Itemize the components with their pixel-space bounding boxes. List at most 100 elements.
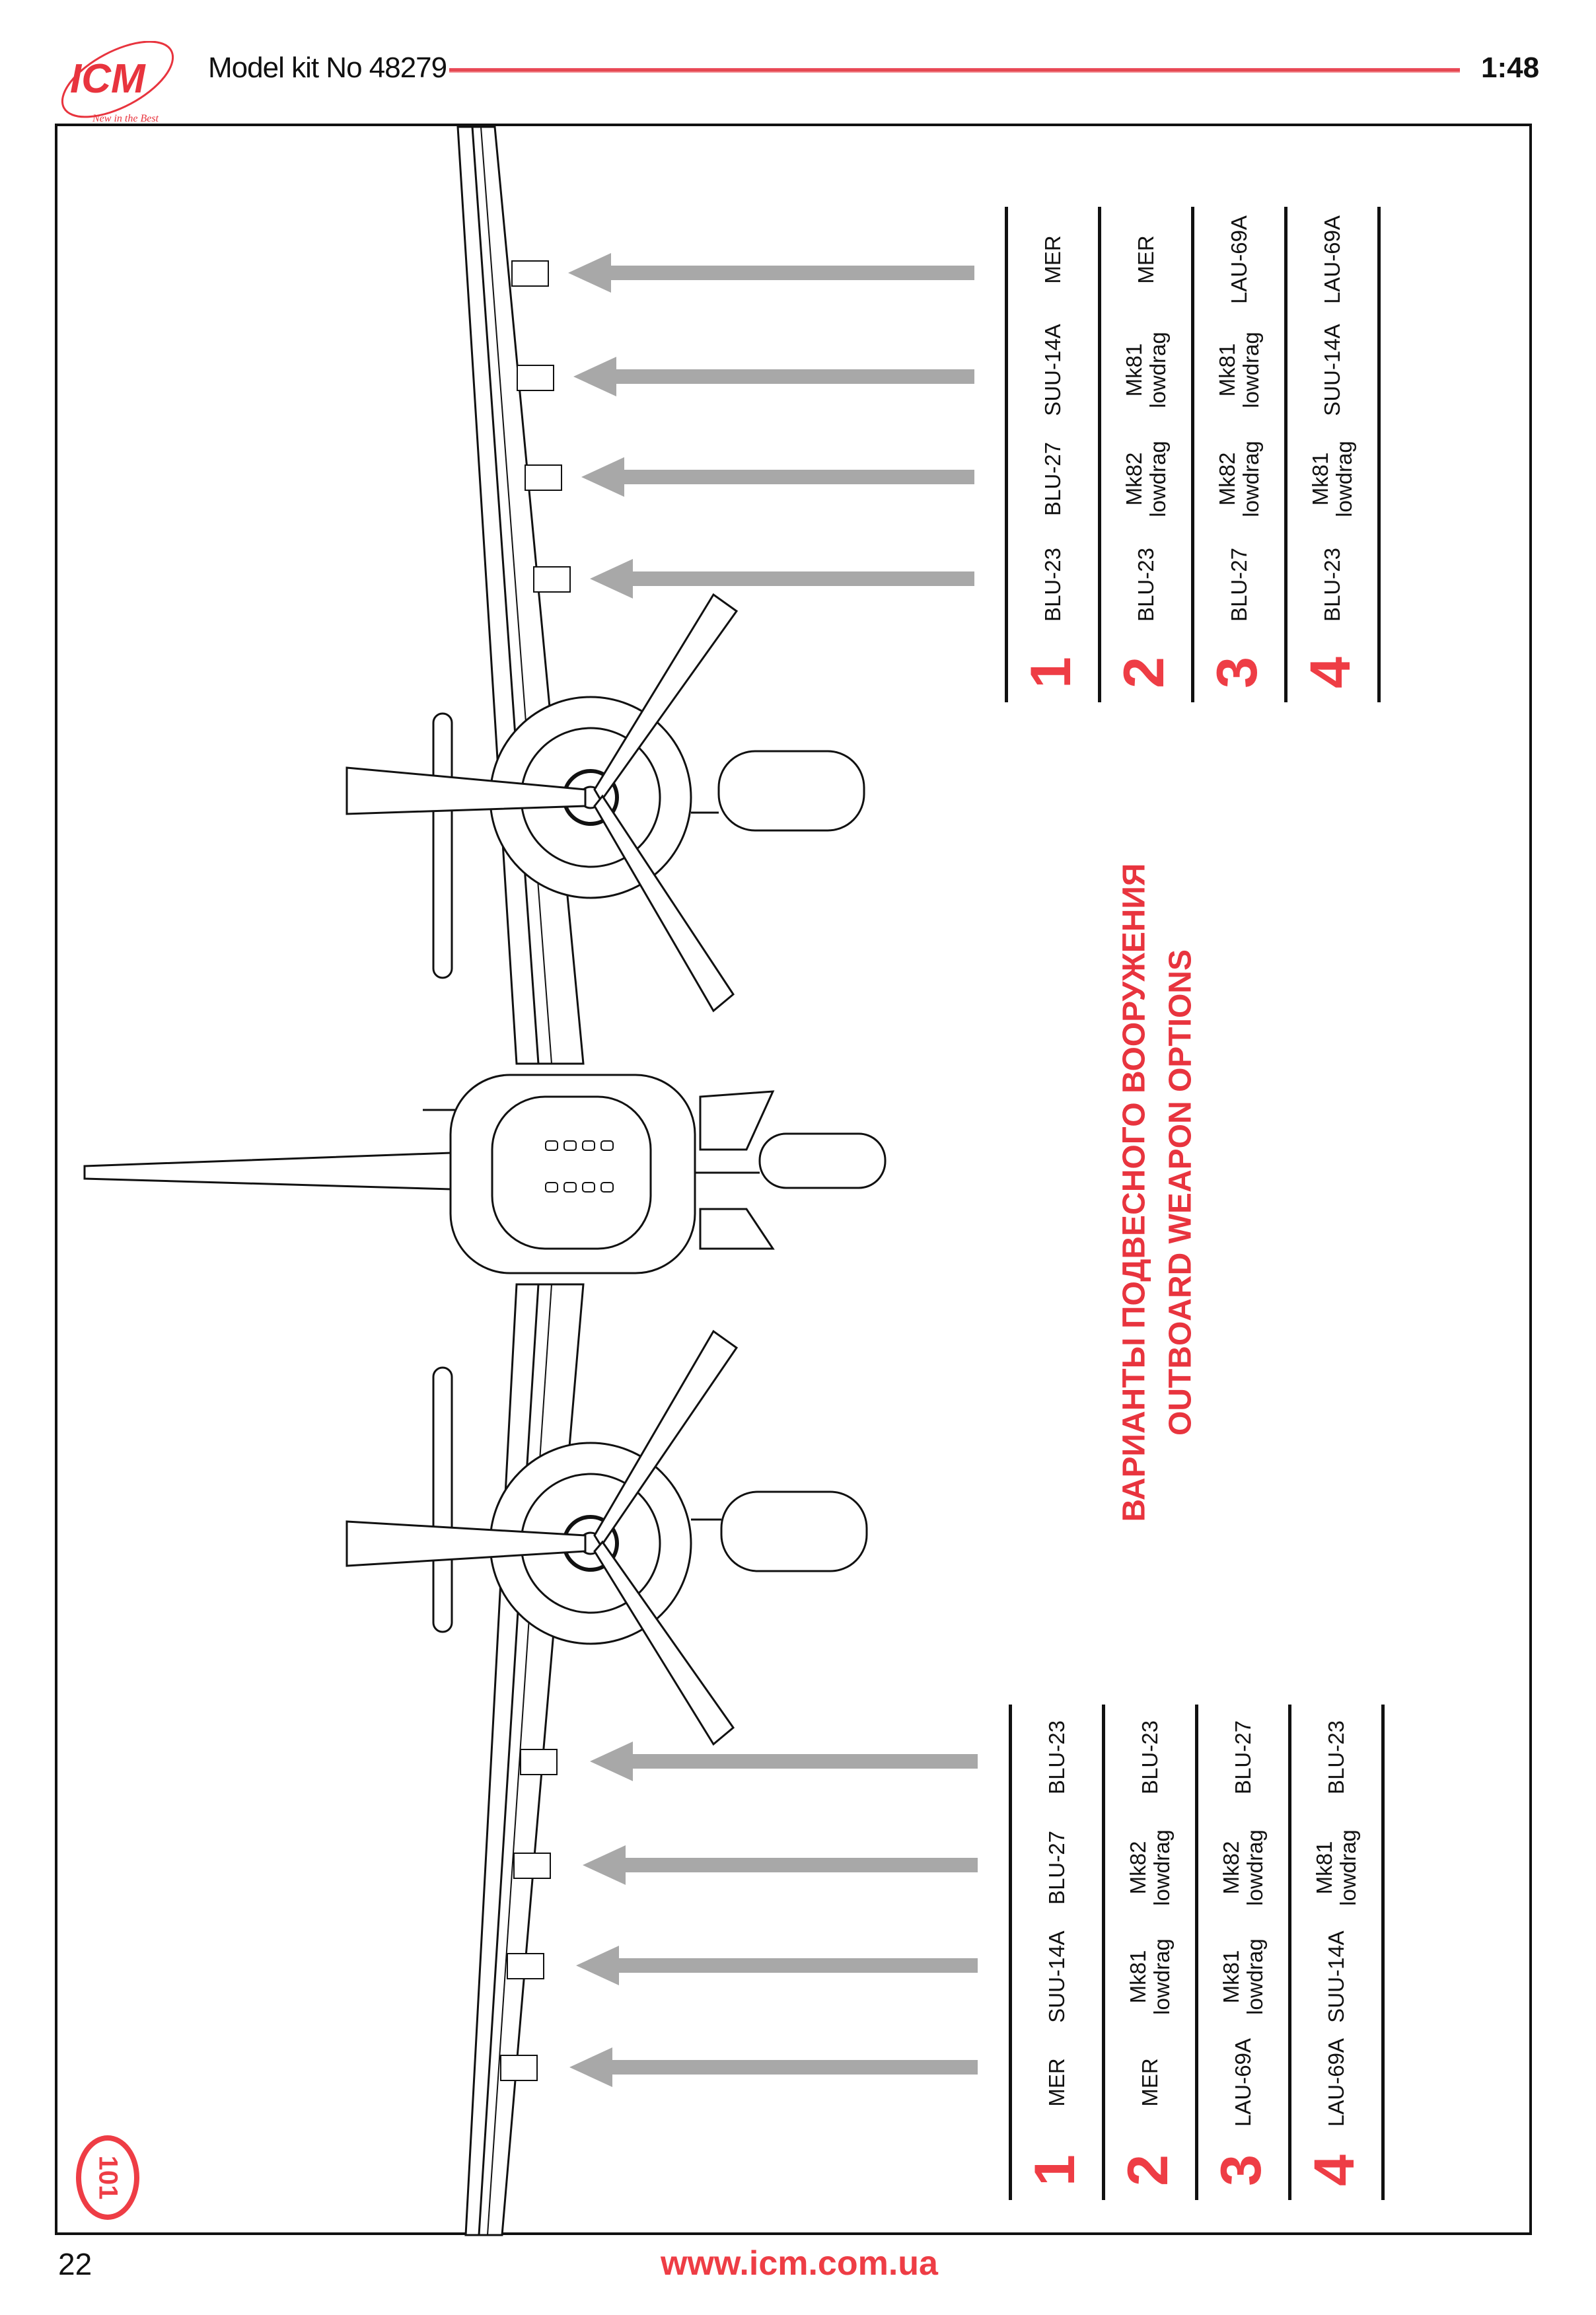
weapon-item: SUU-14A <box>1291 1930 1381 2022</box>
arrow-bottom-2 <box>583 1845 978 1885</box>
weapon-item-line: Mk82 <box>1121 452 1146 506</box>
weapon-item-line: lowdrag <box>1149 1829 1174 1906</box>
weapon-item: BLU-27 <box>1194 548 1284 622</box>
weapon-item-line: Mk82 <box>1218 1841 1243 1895</box>
engine-bottom <box>345 1329 868 1746</box>
weapon-item-line: LAU-69A <box>1230 2038 1255 2127</box>
weapon-item-line: SUU-14A <box>1044 1930 1069 2023</box>
nose-wheel <box>695 1132 887 1189</box>
weapon-item-line: MER <box>1137 2058 1162 2107</box>
weapon-item: BLU-23 <box>1288 548 1377 622</box>
weapon-item-line: Mk81 <box>1311 1841 1336 1895</box>
weapon-item-line: BLU-23 <box>1319 548 1344 622</box>
weapon-item-line: lowdrag <box>1243 1938 1267 2015</box>
arrow-bottom-4 <box>569 2047 978 2087</box>
weapon-item-line: lowdrag <box>1332 441 1356 517</box>
weapon-item-line: BLU-23 <box>1040 548 1065 622</box>
weapon-item-line: BLU-27 <box>1044 1831 1069 1905</box>
option-number: 2 <box>1116 2154 1180 2186</box>
pylons <box>500 260 571 2081</box>
weapon-item: LAU-69A <box>1288 215 1377 304</box>
weapon-item: SUU-14A <box>1288 324 1377 416</box>
weapon-item-line: SUU-14A <box>1040 324 1065 416</box>
weapon-item: BLU-23 <box>1105 1720 1195 1794</box>
weapon-item-line: MER <box>1044 2058 1069 2107</box>
weapon-item-line: BLU-23 <box>1133 548 1158 622</box>
tail-boom <box>83 1109 462 1191</box>
weapon-item: BLU-23 <box>1012 1720 1102 1794</box>
weapon-item-line: Mk82 <box>1125 1841 1150 1895</box>
weapon-item: MER <box>1101 235 1191 283</box>
weapon-item-line: lowdrag <box>1239 332 1263 408</box>
weapon-option-row: 1 MER SUU-14A BLU-27 BLU-23 <box>1009 1705 1102 2200</box>
weapon-item-line: lowdrag <box>1336 1829 1360 1906</box>
weapon-item-line: lowdrag <box>1149 1938 1174 2015</box>
option-number: 1 <box>1023 2154 1087 2186</box>
weapon-item: BLU-23 <box>1101 548 1191 622</box>
option-number: 3 <box>1206 657 1269 688</box>
fuselage-nose <box>449 1074 775 1274</box>
arrow-top-1 <box>568 253 974 293</box>
weapon-item-line: BLU-27 <box>1040 442 1065 516</box>
weapon-item: MER <box>1105 2058 1195 2106</box>
arrow-top-3 <box>581 457 974 497</box>
engine-top <box>345 593 865 1013</box>
weapon-item: LAU-69A <box>1198 2038 1288 2127</box>
scale-label: 1:48 <box>1481 52 1540 84</box>
option-number: 1 <box>1019 657 1083 688</box>
arrow-bottom-3 <box>576 1946 978 1985</box>
option-number: 4 <box>1303 2154 1366 2186</box>
title-ru: ВАРИАНТЫ ПОДВЕСНОГО ВООРУЖЕНИЯ <box>1116 863 1152 1522</box>
nacelle-tubes <box>432 712 453 1633</box>
weapon-item-line: LAU-69A <box>1319 215 1344 304</box>
weapon-item-line: Mk81 <box>1125 1950 1150 2004</box>
step-number: 101 <box>93 2155 123 2200</box>
arrow-bottom-1 <box>590 1742 978 1781</box>
weapon-item-line: BLU-23 <box>1137 1720 1162 1794</box>
weapon-item-line: Mk82 <box>1214 452 1239 506</box>
option-number: 2 <box>1112 657 1176 688</box>
weapon-item-line: BLU-27 <box>1230 1720 1255 1794</box>
weapon-item: SUU-14A <box>1008 324 1098 416</box>
weapon-item: BLU-27 <box>1008 442 1098 516</box>
website-link[interactable]: www.icm.com.ua <box>661 2244 938 2283</box>
weapon-item-line: Mk81 <box>1121 343 1146 397</box>
option-number: 3 <box>1210 2154 1273 2186</box>
weapon-item-line: LAU-69A <box>1323 2038 1348 2127</box>
weapon-item: SUU-14A <box>1012 1930 1102 2022</box>
weapon-item-line: lowdrag <box>1239 441 1263 517</box>
weapon-option-row: 1 BLU-23 BLU-27 SUU-14A MER <box>1005 207 1098 702</box>
instruction-frame <box>55 124 1532 2235</box>
weapon-item-line: BLU-23 <box>1323 1720 1348 1794</box>
weapon-item: MER <box>1012 2058 1102 2106</box>
weapon-item-line: LAU-69A <box>1226 215 1251 304</box>
weapon-item-line: Mk81 <box>1307 452 1332 506</box>
title-en: OUTBOARD WEAPON OPTIONS <box>1163 949 1198 1436</box>
weapon-item: BLU-23 <box>1008 548 1098 622</box>
step-number-badge: 101 <box>76 2135 139 2220</box>
weapon-item-line: Mk81 <box>1218 1950 1243 2004</box>
arrow-top-4 <box>590 559 974 599</box>
weapon-item: BLU-27 <box>1012 1831 1102 1905</box>
svg-text:New in the Best: New in the Best <box>92 113 159 124</box>
page-number: 22 <box>58 2247 92 2281</box>
weapon-item-line: lowdrag <box>1145 332 1170 408</box>
weapon-item-line: MER <box>1040 235 1065 284</box>
